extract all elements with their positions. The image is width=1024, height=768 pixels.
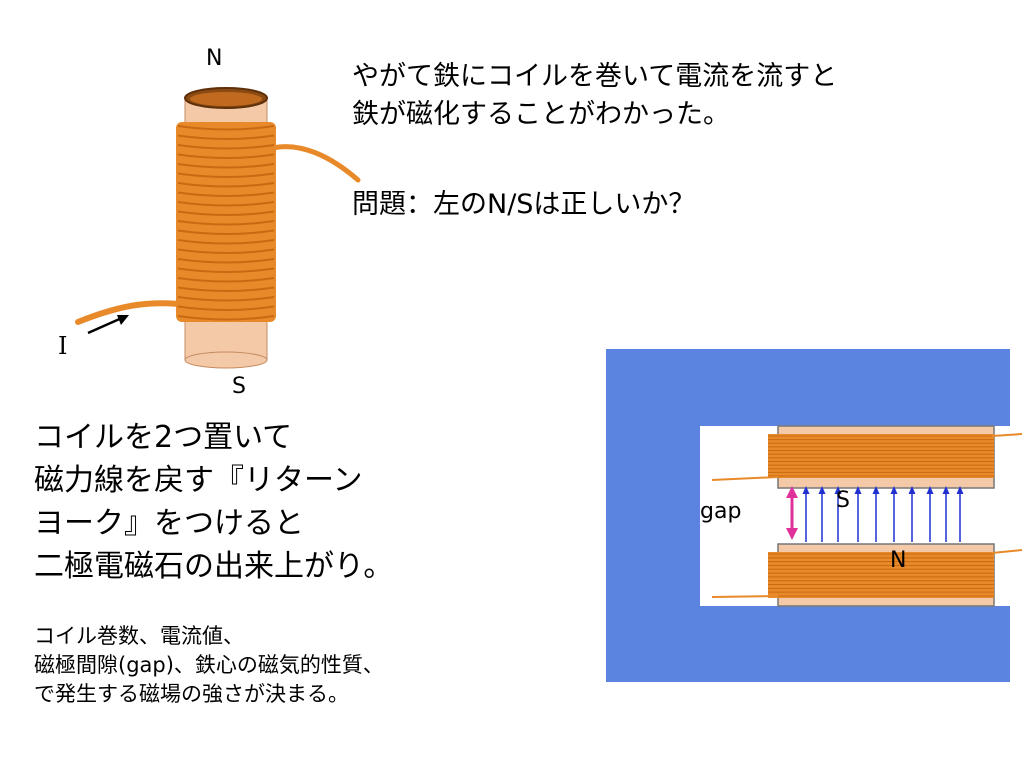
coil-turn — [177, 229, 275, 235]
south-pole-label: S — [232, 374, 246, 399]
coil-turn — [177, 134, 275, 140]
coil-turn — [177, 125, 275, 131]
field-line-arrowhead — [890, 486, 898, 494]
explanation-line-2: 磁力線を戻す『リターン — [34, 463, 363, 498]
intro-line-1: やがて鉄にコイルを巻いて電流を流すと — [352, 61, 838, 92]
coil-turn — [177, 153, 275, 159]
field-line-arrowhead — [908, 486, 916, 494]
coil-winding — [176, 122, 276, 322]
coil-turn — [177, 182, 275, 188]
current-arrow — [87, 315, 125, 335]
coil-turn — [177, 210, 275, 216]
field-line-arrowhead — [926, 486, 934, 494]
lower-coil — [768, 552, 994, 598]
field-line-arrowhead — [872, 486, 880, 494]
field-line-arrowhead — [818, 486, 826, 494]
explanation-line-3: ヨーク』をつけると — [34, 506, 304, 541]
field-line-arrowhead — [854, 486, 862, 494]
gap-label: gap — [700, 499, 742, 524]
coil-body — [768, 434, 994, 478]
notes-line-2: 磁極間隙(gap)、鉄心の磁気的性質、 — [34, 653, 384, 677]
coil-lead-wire-right — [262, 144, 361, 183]
coil-turn — [177, 258, 275, 264]
coil-turn — [177, 248, 275, 254]
coil-turn — [177, 239, 275, 245]
iron-core-bottom — [184, 351, 268, 369]
notes-line-3: で発生する磁場の強さが決まる。 — [34, 682, 349, 706]
coil-turn — [177, 267, 275, 273]
coil-turn — [177, 144, 275, 150]
coil-turn — [177, 286, 275, 292]
notes-text: コイル巻数、電流値、 磁極間隙(gap)、鉄心の磁気的性質、 で発生する磁場の強… — [34, 622, 384, 709]
coil-turn — [177, 220, 275, 226]
explanation-text: コイルを2つ置いて 磁力線を戻す『リターン ヨーク』をつけると 二極電磁石の出来… — [34, 416, 393, 588]
coil-turn — [177, 296, 275, 302]
field-line-arrowhead — [942, 486, 950, 494]
upper-coil-lead-right — [991, 433, 1023, 437]
explanation-line-1: コイルを2つ置いて — [34, 420, 293, 455]
coil-turn — [177, 201, 275, 207]
coil-turn — [177, 163, 275, 169]
lower-coil-lead-right — [991, 549, 1023, 554]
iron-core-top-inner — [190, 92, 262, 106]
upper-coil-lead-left — [711, 476, 779, 481]
coil-turn — [177, 305, 275, 311]
north-pole-label: N — [206, 46, 223, 71]
gap-arrow-head-down — [786, 528, 798, 540]
question-text: 問題：左のN/Sは正しいか？ — [352, 189, 696, 220]
coil-body — [768, 552, 994, 598]
lower-coil-lead-left — [711, 595, 779, 598]
notes-line-1: コイル巻数、電流値、 — [34, 624, 244, 648]
intro-line-2: 鉄が磁化することがわかった。 — [352, 99, 730, 130]
lower-pole-label: N — [890, 548, 907, 573]
field-lines — [802, 486, 964, 542]
upper-coil — [768, 434, 994, 478]
upper-pole-label: S — [836, 488, 850, 513]
intro-text: やがて鉄にコイルを巻いて電流を流すと 鉄が磁化することがわかった。 — [352, 58, 837, 134]
current-arrow-head — [117, 315, 129, 325]
coil-turn — [177, 315, 275, 321]
coil-turn — [177, 172, 275, 178]
field-line-arrowhead — [802, 486, 810, 494]
coil-turn — [177, 191, 275, 197]
coil-turn — [177, 277, 275, 283]
field-line-arrowhead — [956, 486, 964, 494]
current-label: I — [58, 332, 68, 360]
field-line-arrowhead — [834, 486, 842, 494]
gap-arrow-head-up — [786, 486, 798, 498]
explanation-line-4: 二極電磁石の出来上がり。 — [34, 549, 394, 584]
